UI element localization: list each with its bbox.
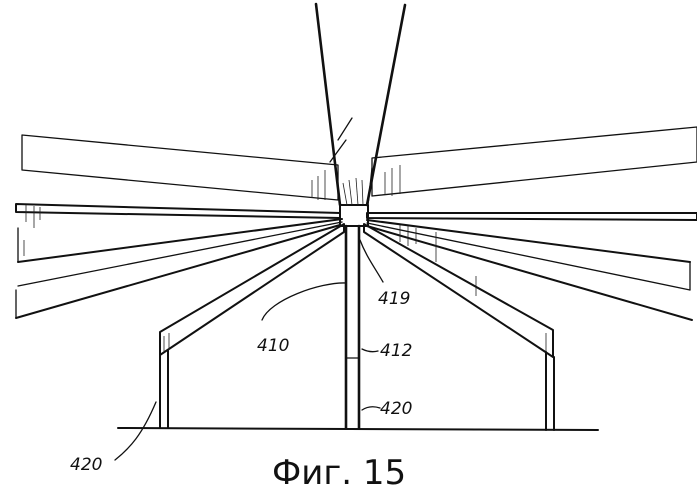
label-420-left: 420 — [70, 455, 102, 475]
ground-line — [118, 428, 598, 430]
label-419: 419 — [378, 289, 410, 309]
label-410: 410 — [257, 336, 289, 356]
label-420-center: 420 — [380, 399, 412, 419]
label-412: 412 — [380, 341, 412, 361]
figure-caption: Фиг. 15 — [272, 453, 406, 493]
radiating-spokes — [16, 127, 697, 320]
leader-lines — [115, 240, 383, 460]
support-struts — [160, 224, 553, 357]
support-posts — [160, 226, 554, 430]
